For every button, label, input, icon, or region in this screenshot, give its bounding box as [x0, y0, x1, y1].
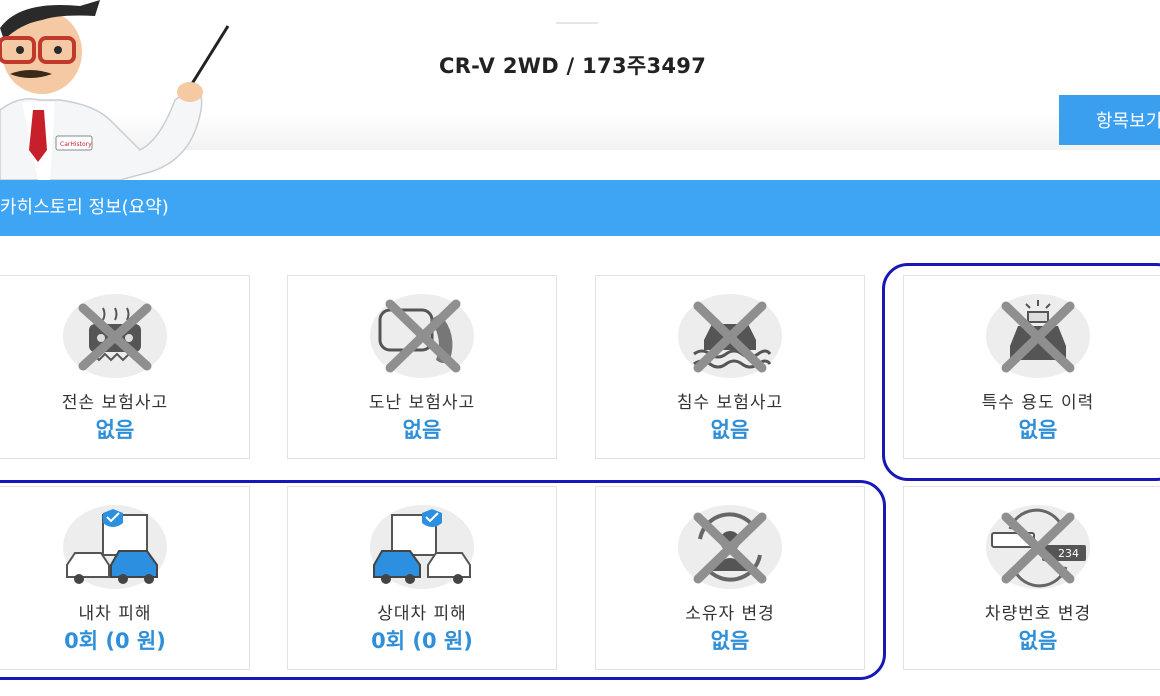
own-car-damage-icon	[66, 509, 158, 584]
card-value: 없음	[1018, 629, 1058, 653]
plate-number-text: 234	[1058, 547, 1079, 560]
card-value: 0회 (0 원)	[371, 629, 473, 653]
mascot-badge-text: CarHistory	[60, 141, 92, 148]
card-label: 상대차 피해	[377, 604, 467, 624]
card-value: 없음	[402, 418, 442, 442]
theft-icon	[378, 299, 461, 373]
section-title: 카히스토리 정보(요약)	[0, 197, 169, 218]
other-car-damage-icon	[373, 509, 471, 584]
card-own-damage: 내차 피해 0회 (0 원)	[0, 486, 250, 670]
card-total-loss: 전손 보험사고 없음	[0, 275, 250, 459]
view-items-button[interactable]: 항목보기	[1059, 95, 1160, 145]
total-loss-car-icon	[78, 303, 152, 371]
card-owner-change: 소유자 변경 없음	[595, 486, 865, 670]
card-value: 없음	[710, 418, 750, 442]
card-value: 없음	[95, 418, 135, 442]
card-label: 전손 보험사고	[61, 393, 169, 413]
card-label: 소유자 변경	[685, 604, 775, 624]
card-value: 없음	[1018, 418, 1058, 442]
special-use-car-icon	[1001, 300, 1075, 373]
card-label: 내차 피해	[78, 604, 152, 624]
section-title-bar: 카히스토리 정보(요약)	[0, 180, 1160, 236]
header-divider	[556, 22, 598, 24]
card-label: 도난 보험사고	[368, 393, 476, 413]
card-plate-change: 234 차량번호 변경 없음	[903, 486, 1160, 670]
flood-car-icon	[693, 301, 772, 373]
owner-change-icon	[693, 512, 767, 584]
card-label: 침수 보험사고	[676, 393, 784, 413]
plate-change-icon: 234	[991, 508, 1086, 588]
vehicle-title: CR-V 2WD / 173주3497	[439, 54, 707, 78]
card-flood: 침수 보험사고 없음	[595, 275, 865, 459]
card-label: 특수 용도 이력	[981, 393, 1095, 413]
card-value: 없음	[710, 629, 750, 653]
doctor-mascot-icon: CarHistory	[0, 0, 230, 180]
card-value: 0회 (0 원)	[64, 629, 166, 653]
card-theft: 도난 보험사고 없음	[287, 275, 557, 459]
card-special-use: 특수 용도 이력 없음	[903, 275, 1160, 459]
card-label: 차량번호 변경	[984, 604, 1092, 624]
card-other-damage: 상대차 피해 0회 (0 원)	[287, 486, 557, 670]
